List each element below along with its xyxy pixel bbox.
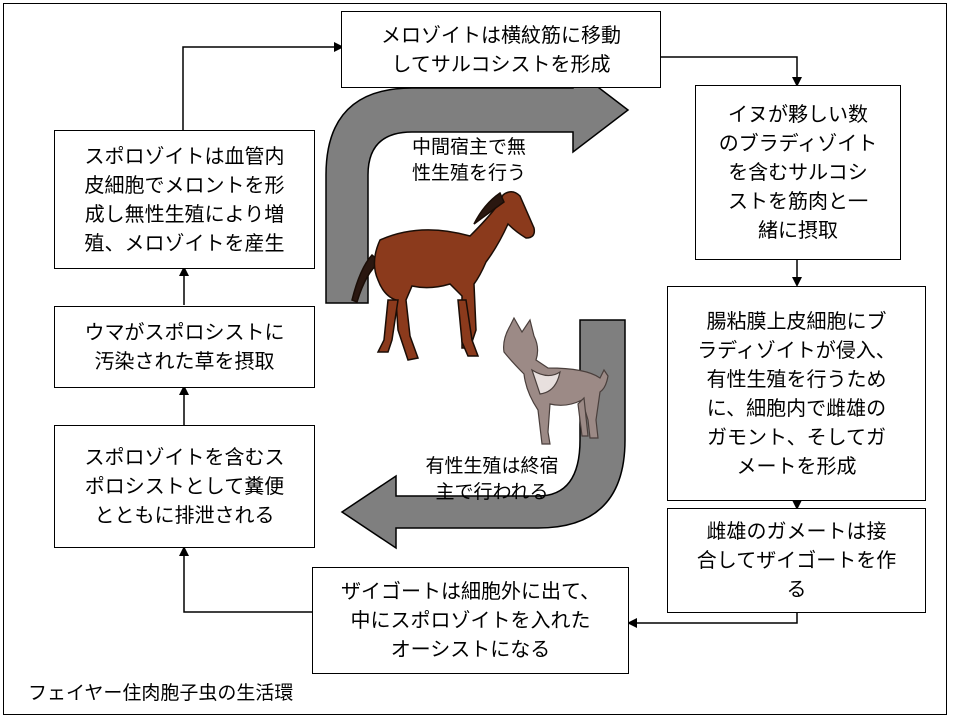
diagram-caption: フェイヤー住肉胞子虫の生活環 (28, 682, 294, 704)
arrow-zygote-to-feces (179, 546, 312, 613)
gametes-fuse-box: 雌雄のガメートは接 合してザイゴートを作 る (667, 508, 926, 613)
intermediate-host-label: 中間宿主で無 性生殖を行う (411, 136, 526, 184)
intestine-box: 腸粘膜上皮細胞にブ ラディゾイトが侵入、 有性生殖を行うため に、細胞内で雌雄の… (667, 286, 926, 501)
arrow-meront-to-merozoite (182, 42, 344, 130)
zygote-oocyst-box: ザイゴートは細胞外に出て、 中にスポロゾイトを入れた オーシストになる (312, 567, 629, 674)
horse-illustration (351, 191, 536, 361)
arrow-merozoite-to-dog (660, 56, 802, 87)
arrow-gametes-to-zygote (627, 612, 798, 628)
dog-illustration (503, 316, 609, 445)
dog-ingest-box: イヌが夥しい数 のブラディゾイト を含むサルコシ ストを筋肉と一 緒に摂取 (695, 85, 901, 260)
horse-ingest-box: ウマがスポロシストに 汚染された草を摂取 (54, 306, 315, 388)
definitive-host-label: 有性生殖は終宿 主で行われる (425, 455, 559, 503)
sporocyst-feces-box: スポロゾイトを含むス ポロシストとして糞便 とともに排泄される (54, 425, 315, 548)
merozoite-move-box: メロゾイトは横紋筋に移動 してサルコシストを形成 (341, 11, 661, 88)
sporozoite-meront-box: スポロゾイトは血管内 皮細胞でメロントを形 成し無性生殖により増 殖、メロゾイト… (54, 130, 315, 269)
diagram-frame (3, 3, 947, 715)
sexual-cycle-arrow (340, 319, 626, 550)
